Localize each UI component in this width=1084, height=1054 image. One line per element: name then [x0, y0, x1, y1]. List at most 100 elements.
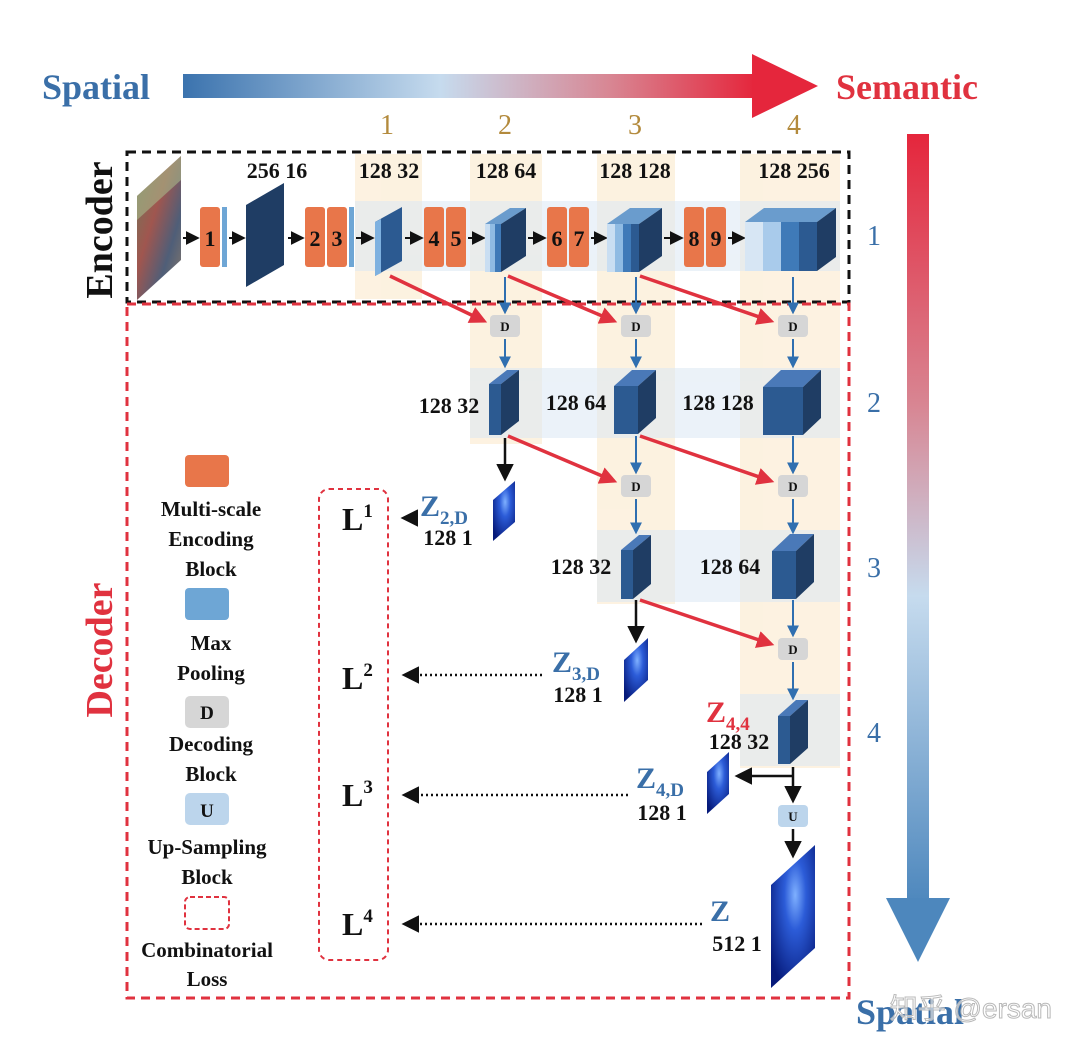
encoding-block-9 [706, 207, 726, 267]
svg-text:Loss: Loss [187, 967, 228, 991]
z2d-dim: 128 1 [423, 525, 473, 550]
decoding-blocks: D D D D D D U [490, 315, 808, 827]
combinatorial-loss-box [318, 488, 389, 961]
output-arrows [496, 438, 802, 859]
decoder-feature-r3c3 [621, 535, 651, 599]
feature-map-256-16 [246, 183, 284, 287]
dim-r2c3: 128 64 [546, 390, 607, 415]
density-map-z4 [707, 752, 729, 814]
density-map-z3 [624, 638, 648, 702]
encoding-block-5 [446, 207, 466, 267]
svg-text:5: 5 [451, 226, 462, 251]
legend-decoding-swatch [185, 696, 229, 728]
encoder-feature-col-4 [745, 208, 836, 271]
svg-text:8: 8 [689, 226, 700, 251]
legend-pooling-swatch [185, 588, 229, 620]
encoder-feature-col-1 [375, 207, 402, 276]
spatial-label: Spatial [42, 67, 150, 107]
watermark: 知乎 @ersan [890, 993, 1052, 1024]
spatial-semantic-horizontal-arrow [183, 74, 755, 98]
svg-text:D: D [200, 703, 214, 724]
decoder-feature-r3c4 [772, 534, 814, 599]
dim-256-16: 256 16 [247, 158, 308, 183]
svg-text:D: D [631, 479, 640, 494]
svg-text:U: U [788, 809, 798, 824]
z44-label: Z4,4 [706, 696, 750, 735]
decoder-feature-r2c3 [614, 370, 656, 434]
svg-text:Encoding: Encoding [168, 527, 254, 551]
column-number-2: 2 [498, 110, 512, 141]
max-pooling-1 [222, 207, 227, 267]
row-number-1: 1 [867, 221, 881, 252]
column-number-4: 4 [787, 110, 801, 141]
encoding-block-6 [547, 207, 567, 267]
svg-text:D: D [788, 319, 797, 334]
decoding-block-r3c4 [778, 475, 808, 497]
encoding-block-2 [305, 207, 325, 267]
encoding-block-4 [424, 207, 444, 267]
decoder-feature-r2c4 [763, 370, 821, 435]
svg-text:Multi-scale: Multi-scale [161, 497, 261, 521]
legend-upsampling-swatch [185, 793, 229, 825]
vertical-arrow-head [886, 898, 950, 962]
z-dim: 512 1 [712, 931, 762, 956]
svg-text:3: 3 [332, 226, 343, 251]
svg-text:2: 2 [310, 226, 321, 251]
decoder-feature-r2c2 [489, 370, 519, 435]
svg-text:Max: Max [191, 631, 232, 655]
dim-r2c4: 128 128 [682, 390, 754, 415]
encoding-block-3 [327, 207, 347, 267]
z4d-dim: 128 1 [637, 800, 687, 825]
horizontal-arrow-head [752, 54, 818, 118]
svg-text:Decoding: Decoding [169, 732, 254, 756]
svg-text:Block: Block [185, 557, 237, 581]
dim-r2c2: 128 32 [419, 393, 480, 418]
decoding-block-r2c2 [490, 315, 520, 337]
decoder-feature-r4c4 [778, 700, 808, 764]
z-label: Z [710, 895, 730, 928]
dim-r3c4: 128 64 [700, 554, 761, 579]
svg-text:Pooling: Pooling [177, 661, 245, 685]
row-number-3: 3 [867, 553, 881, 584]
legend: Multi-scale Encoding Block Max Pooling D… [141, 455, 273, 991]
encoding-block-1 [200, 207, 220, 267]
encoder-box [125, 150, 851, 304]
loss-l2: L2 [342, 660, 373, 696]
row-number-2: 2 [867, 388, 881, 419]
dim-128-256-enc: 128 256 [758, 158, 830, 183]
density-map-z [771, 845, 815, 988]
svg-text:D: D [788, 642, 797, 657]
column-number-3: 3 [628, 110, 642, 141]
decoding-block-r4c4 [778, 638, 808, 660]
dim-r3c3: 128 32 [551, 554, 612, 579]
loss-l4: L4 [342, 906, 373, 942]
svg-text:Block: Block [185, 762, 237, 786]
z3d-dim: 128 1 [553, 682, 603, 707]
encoder-chain: 1 256 16 2 3 128 32 4 5 [183, 158, 836, 287]
skip-connection-arrows [389, 274, 775, 648]
encoding-block-7 [569, 207, 589, 267]
svg-text:D: D [631, 319, 640, 334]
dim-r4c4: 128 32 [709, 729, 770, 754]
decoder-box [125, 302, 851, 1000]
loss-arrows [400, 509, 702, 933]
svg-text:D: D [500, 319, 509, 334]
dim-128-64-enc: 128 64 [476, 158, 537, 183]
decoding-block-r2c4 [778, 315, 808, 337]
max-pooling-2 [349, 207, 354, 267]
decoder-label: Decoder [79, 582, 121, 717]
svg-text:9: 9 [711, 226, 722, 251]
z3d-label: Z3,D [552, 646, 600, 685]
z4d-label: Z4,D [636, 762, 684, 801]
column-number-1: 1 [380, 110, 394, 141]
loss-l1: L1 [342, 501, 373, 537]
legend-encoding-swatch [185, 455, 229, 487]
svg-text:6: 6 [552, 226, 563, 251]
input-crowd-image [137, 156, 181, 300]
density-map-z2 [493, 481, 515, 541]
svg-text:Block: Block [181, 865, 233, 889]
loss-l3: L3 [342, 777, 373, 813]
encoder-label: Encoder [79, 161, 121, 298]
